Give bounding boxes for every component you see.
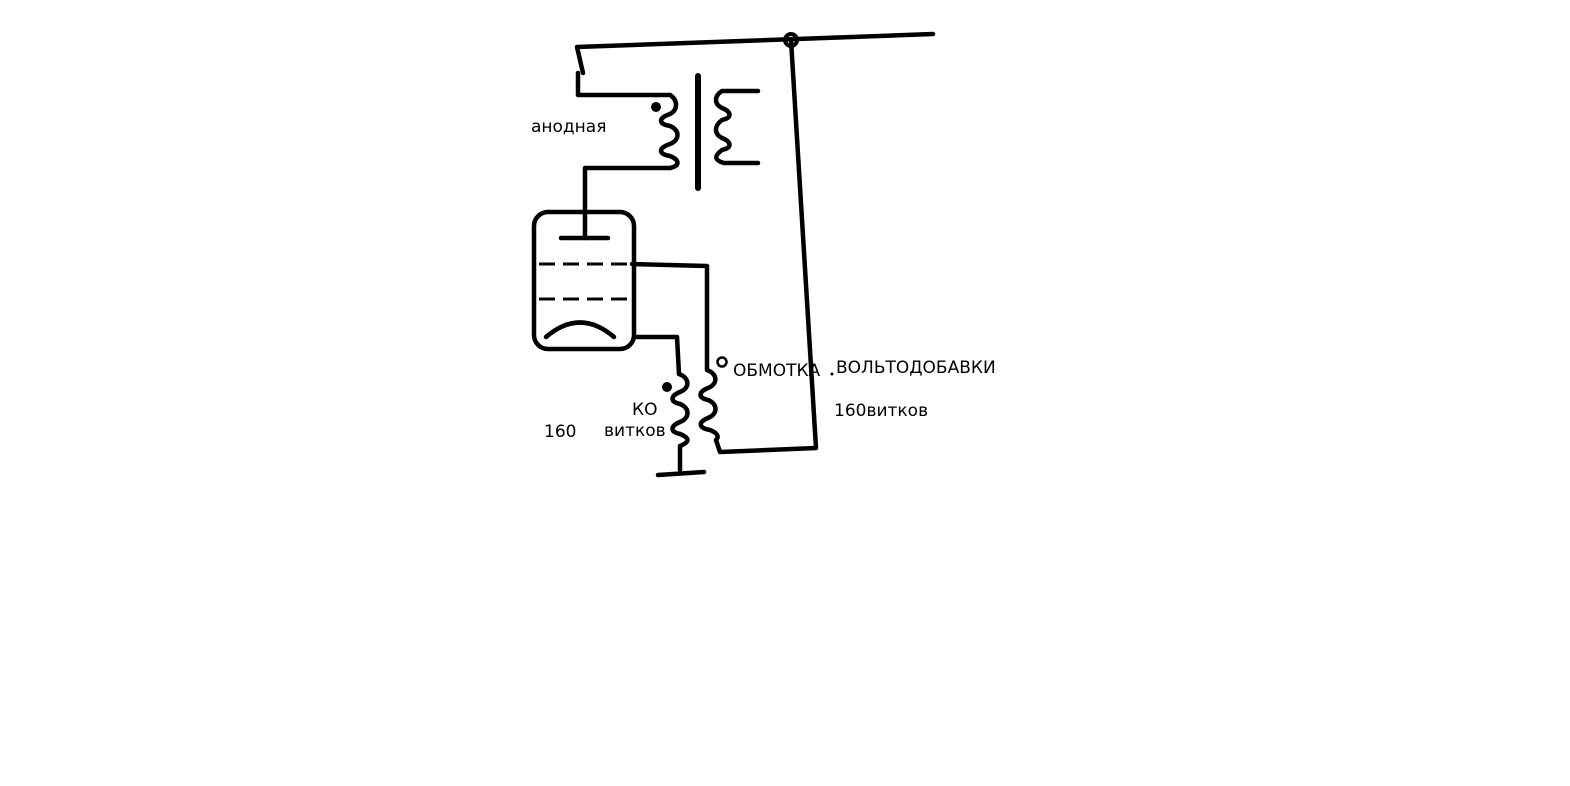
- booster-feed-wire: [713, 37, 819, 455]
- anode-primary-coil: [658, 92, 680, 171]
- top-rail-wire: [574, 31, 936, 76]
- ko-label: КО: [632, 400, 657, 420]
- grid-connection-wire: [629, 261, 710, 365]
- anode-transformer-primary-wire: [575, 70, 673, 98]
- winding-label: ОБМОТКА: [733, 361, 821, 381]
- booster-label: ВОЛЬТОДОБАВКИ: [836, 358, 996, 378]
- anode-winding-label: анодная: [531, 117, 606, 137]
- ko-phase-dot: [662, 382, 672, 392]
- stray-dot: [830, 372, 834, 376]
- ko-turns-word-label: витков: [604, 421, 666, 441]
- booster-phase-dot: [716, 356, 728, 368]
- ko-turns-number-label: 160: [544, 422, 576, 442]
- anode-primary-return-wire: [582, 165, 673, 241]
- cathode-connection-wire: [631, 334, 682, 377]
- anode-secondary-coil: [713, 88, 761, 166]
- booster-turns-label: 160витков: [834, 401, 928, 421]
- anode-primary-phase-dot: [651, 102, 661, 112]
- booster-winding-coil: [698, 359, 720, 443]
- ko-winding-coil: [670, 371, 690, 473]
- ground-symbol: [655, 469, 707, 478]
- vacuum-tube-envelope: [531, 209, 637, 352]
- tube-cathode: [543, 320, 617, 340]
